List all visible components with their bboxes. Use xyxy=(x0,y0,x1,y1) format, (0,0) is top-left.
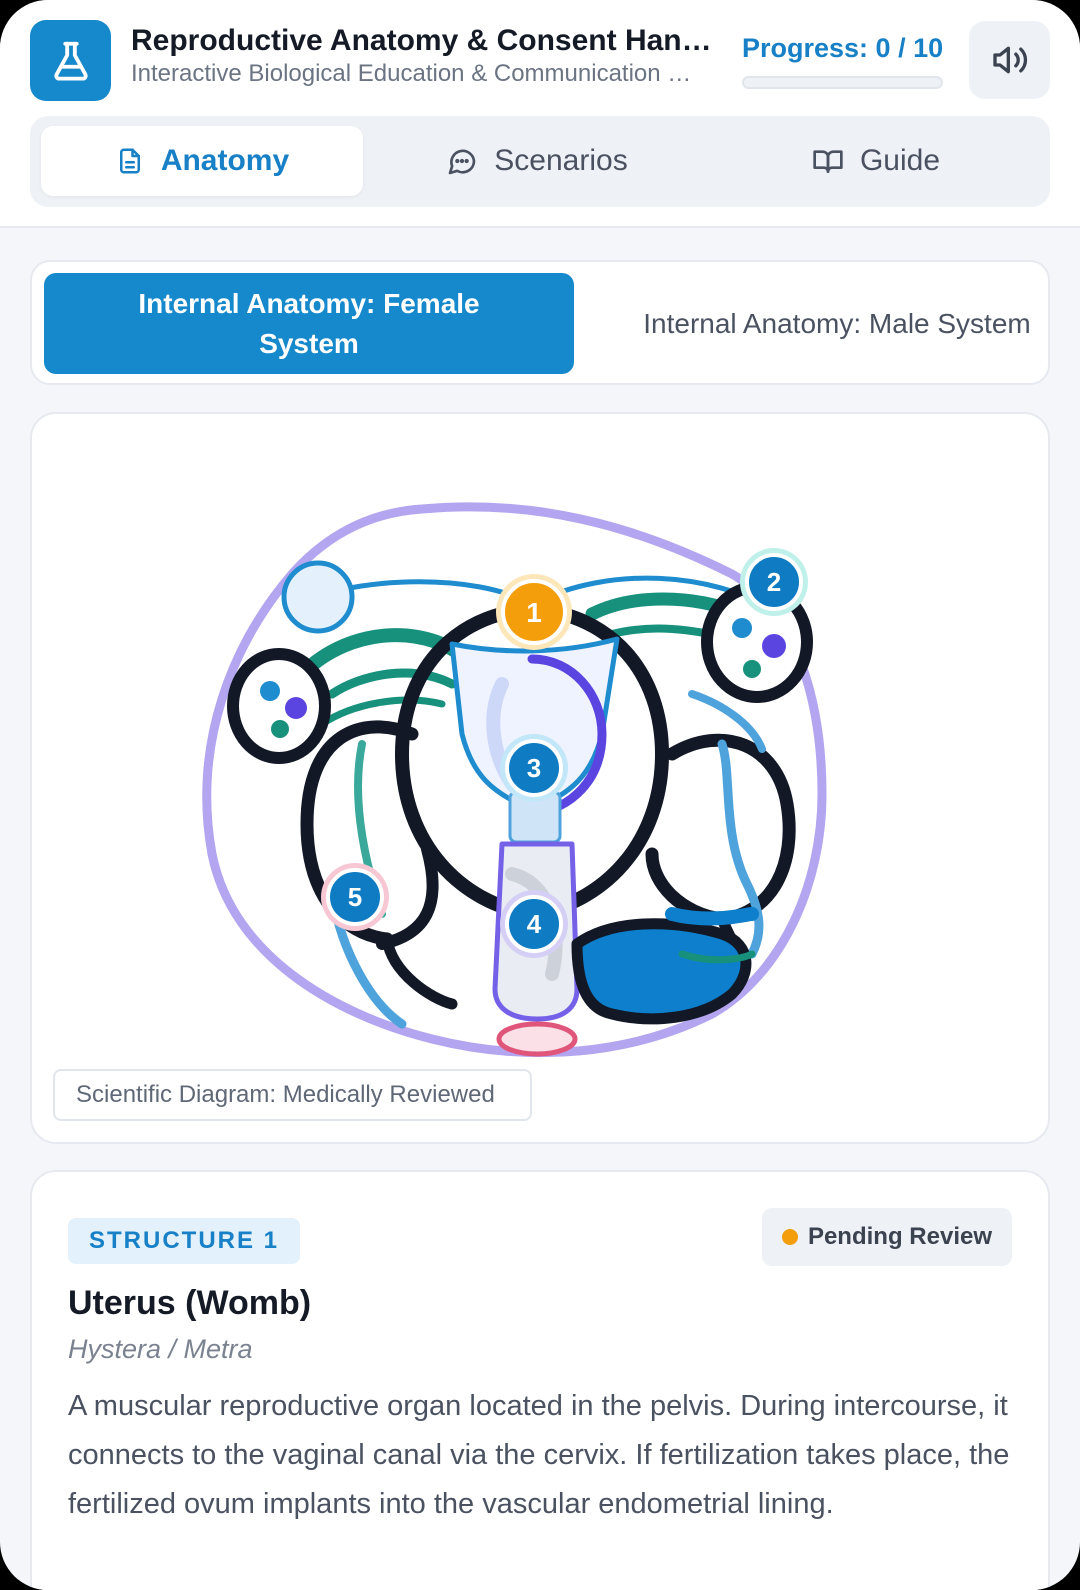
endometrium xyxy=(527,654,607,819)
bladder xyxy=(571,918,752,1025)
audio-toggle-button[interactable] xyxy=(969,21,1050,99)
document-icon xyxy=(119,148,140,174)
vaginal-opening xyxy=(496,1021,578,1057)
tab-anatomy[interactable]: Anatomy xyxy=(41,126,363,196)
tab-anatomy-label: Anatomy xyxy=(160,144,290,177)
female-anatomy-diagram: 1 2 3 4 5 xyxy=(202,502,827,1058)
structure-alt-name: Hystera / Metra xyxy=(68,1334,253,1364)
anatomy-diagram-card: 1 2 3 4 5 Scientific Dia xyxy=(30,412,1050,1144)
page-title: Reproductive Anatomy & Consent Han… xyxy=(131,24,712,57)
broad-ligament-left-lower xyxy=(381,933,458,1010)
system-toggle: Internal Anatomy: Female System Internal… xyxy=(30,260,1050,385)
progress-label: Progress: 0 / 10 xyxy=(742,33,944,63)
speaker-icon xyxy=(992,46,1027,74)
uterus-cavity xyxy=(449,636,620,812)
marker-1[interactable]: 1 xyxy=(496,574,572,650)
status-badge: Pending Review xyxy=(761,1208,1012,1266)
chat-bubble-icon xyxy=(448,149,476,175)
marker-2[interactable]: 2 xyxy=(740,548,808,616)
tab-scenarios-label: Scenarios xyxy=(494,144,628,177)
status-dot xyxy=(781,1229,798,1245)
main-tabs: Anatomy Scenarios Guide xyxy=(30,116,1050,207)
marker-3-label: 3 xyxy=(527,753,541,783)
marker-5[interactable]: 5 xyxy=(321,863,389,931)
structure-badge: STRUCTURE 1 xyxy=(68,1218,301,1264)
structure-name: Uterus (Womb) xyxy=(68,1284,312,1322)
status-label: Pending Review xyxy=(807,1223,992,1250)
ovary-left xyxy=(227,648,331,764)
marker-3[interactable]: 3 xyxy=(500,734,568,802)
progress-bar xyxy=(742,76,943,89)
diagram-caption: Scientific Diagram: Medically Reviewed xyxy=(53,1069,532,1121)
vessel-right-2 xyxy=(688,690,766,753)
fimbriae-left-3 xyxy=(318,696,446,728)
page-subtitle: Interactive Biological Education & Commu… xyxy=(131,60,692,87)
structure-description: A muscular reproductive organ located in… xyxy=(68,1390,1010,1520)
flask-icon xyxy=(30,20,111,101)
marker-2-label: 2 xyxy=(767,567,781,597)
broad-ligament-left-inner xyxy=(376,843,439,950)
fimbriae-left-2 xyxy=(327,668,457,699)
vessel-right xyxy=(717,739,764,959)
broad-ligament-right xyxy=(645,733,796,926)
open-book-icon xyxy=(813,150,843,173)
light-sphere xyxy=(281,560,355,634)
structure-detail-card: STRUCTURE 1 Pending Review Uterus (Womb)… xyxy=(30,1170,1050,1590)
marker-5-label: 5 xyxy=(348,882,362,912)
marker-4[interactable]: 4 xyxy=(500,890,568,958)
male-system-button[interactable]: Internal Anatomy: Male System xyxy=(643,307,1031,339)
tab-guide[interactable]: Guide xyxy=(715,126,1037,196)
tab-guide-label: Guide xyxy=(859,144,941,177)
tab-scenarios[interactable]: Scenarios xyxy=(376,126,698,196)
marker-1-label: 1 xyxy=(526,597,542,628)
pelvic-outline xyxy=(202,502,827,1058)
marker-4-label: 4 xyxy=(527,909,542,939)
female-system-button[interactable]: Internal Anatomy: Female System xyxy=(44,273,574,374)
app-header: Reproductive Anatomy & Consent Han… Inte… xyxy=(0,0,1080,228)
